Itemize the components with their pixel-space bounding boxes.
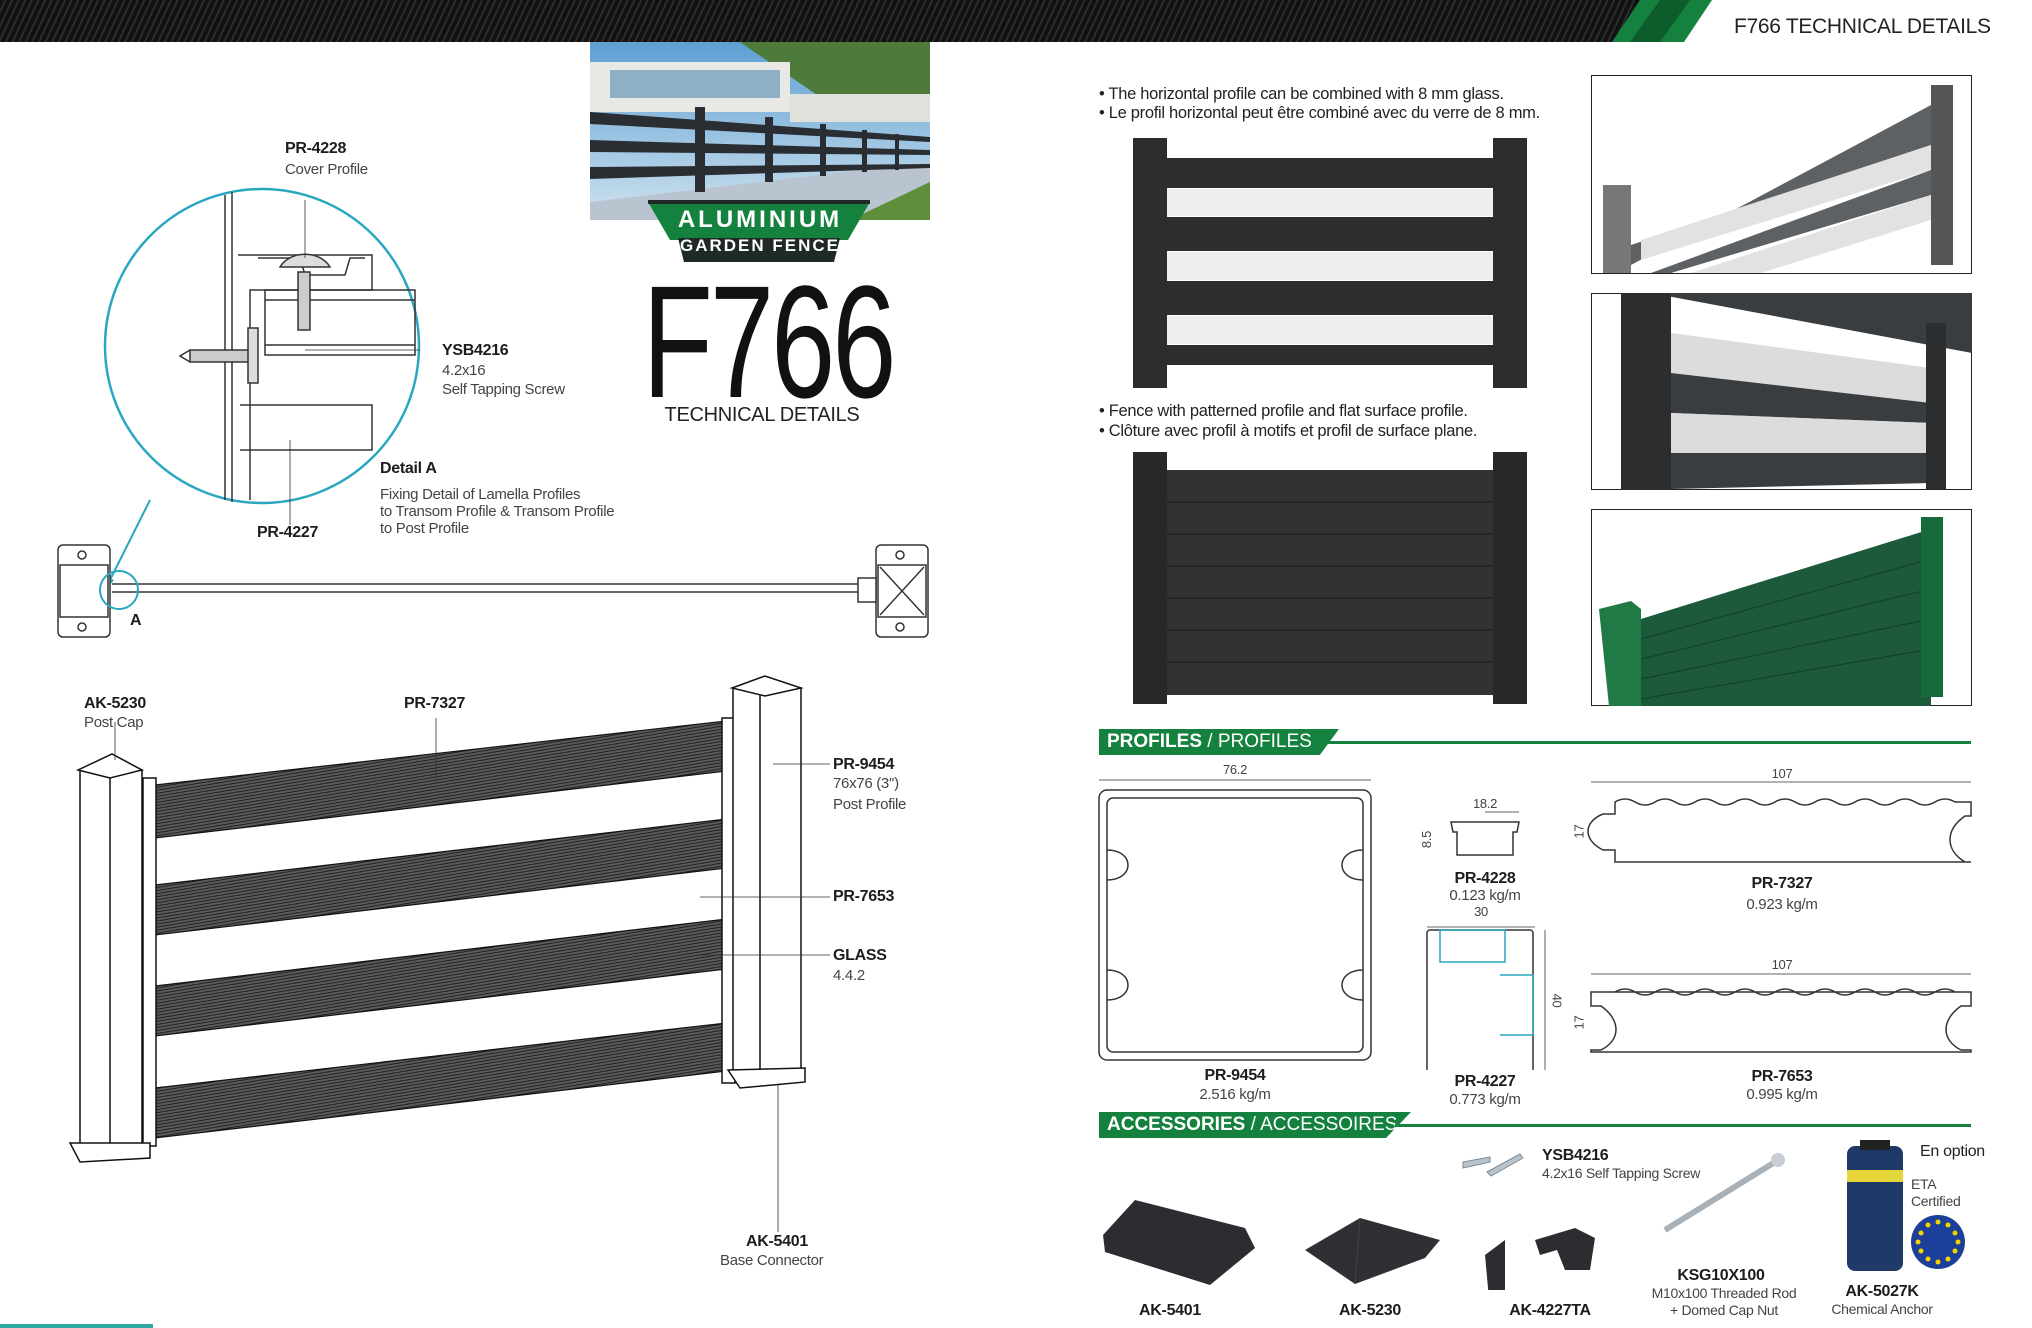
post-cap-name: Post Cap (84, 714, 144, 731)
acc-ksg10x100-desc1: M10x100 Threaded Rod (1651, 1285, 1797, 1301)
acc-ak5230-code: AK-5230 (1339, 1302, 1401, 1319)
glass-spec: 4.4.2 (833, 967, 865, 984)
acc-ysb4216-code: YSB4216 (1542, 1147, 1609, 1164)
post-profile-name: Post Profile (833, 796, 907, 813)
screw-name: Self Tapping Screw (442, 381, 565, 398)
pr7327-weight: 0.923 kg/m (1746, 896, 1818, 913)
aluminium-garden-fence-badge (648, 200, 870, 262)
acc-ak5027k-code: AK-5027K (1845, 1283, 1919, 1300)
base-connector-name: Base Connector (720, 1252, 824, 1269)
detail-marker-a: A (130, 612, 142, 629)
pr4228-width: 18.2 (1472, 796, 1498, 811)
header-stripe-bar (0, 0, 1640, 42)
detail-desc-2: to Transom Profile & Transom Profile (380, 503, 615, 520)
profile-sections-drawing (1098, 779, 1972, 1070)
screw-code: YSB4216 (442, 342, 509, 359)
profiles-rule (1320, 741, 1971, 744)
info-flat-en: • Fence with patterned profile and flat … (1099, 402, 1468, 420)
grey-glass-fence-photo (1591, 75, 1972, 274)
acc-ksg10x100-code: KSG10X100 (1677, 1267, 1765, 1284)
flat-fence-image (1133, 452, 1527, 704)
detail-a-drawing (103, 187, 421, 590)
profiles-title-fr: PROFILES (1217, 731, 1312, 752)
base-connector-code: AK-5401 (746, 1233, 808, 1250)
badge-line1: ALUMINIUM (677, 206, 843, 233)
pr9454-code: PR-9454 (1204, 1067, 1266, 1084)
accessories-title-en: ACCESSORIES (1107, 1114, 1246, 1135)
accessories-title-fr: ACCESSOIRES (1260, 1114, 1398, 1135)
accessories-images (1103, 1140, 1965, 1290)
pr7327-code: PR-7327 (1751, 875, 1813, 892)
info-flat-fr: • Clôture avec profil à motifs et profil… (1099, 422, 1478, 440)
accessories-rule (1395, 1124, 1971, 1127)
post-profile-size: 76x76 (3'') (833, 775, 899, 792)
profiles-header: PROFILES / PROFILES (1099, 729, 1339, 755)
pr7327-height: 17 (1571, 824, 1587, 839)
bottom-accent (0, 1324, 153, 1328)
pr4227-height: 40 (1549, 993, 1565, 1008)
acc-ak4227ta-code: AK-4227TA (1509, 1302, 1591, 1319)
glass-label: GLASS (833, 947, 887, 964)
acc-ksg10x100-desc2: + Domed Cap Nut (1670, 1302, 1778, 1318)
header-title: F766 TECHNICAL DETAILS (1734, 15, 1991, 38)
pr4228-code: PR-4228 (1454, 870, 1516, 887)
model-title: F766 (642, 252, 896, 431)
dark-glass-fence-photo (1591, 293, 1972, 490)
pr4228-height: 8.5 (1419, 830, 1435, 849)
transom-code: PR-4227 (257, 524, 319, 541)
accessories-header: ACCESSORIES / ACCESSOIRES (1099, 1112, 1411, 1138)
profiles-title-en: PROFILES (1107, 731, 1203, 752)
pr7653-width: 107 (1771, 957, 1793, 972)
post-cap-code: AK-5230 (84, 695, 146, 712)
en-option-label: En option (1920, 1143, 1985, 1160)
acc-ak5027k-desc: Chemical Anchor (1831, 1301, 1933, 1317)
post-profile-code: PR-9454 (833, 756, 895, 773)
pr4227-weight: 0.773 kg/m (1449, 1091, 1521, 1108)
cover-profile-code: PR-4228 (285, 140, 347, 157)
pr7327-width: 107 (1771, 766, 1793, 781)
green-flat-fence-photo (1591, 509, 1972, 706)
pr7653-weight: 0.995 kg/m (1746, 1086, 1818, 1103)
model-subtitle: TECHNICAL DETAILS (664, 404, 860, 426)
plan-view-drawing (57, 544, 929, 638)
pr9454-weight: 2.516 kg/m (1199, 1086, 1271, 1103)
acc-ak5401-code: AK-5401 (1139, 1302, 1201, 1319)
eta-label: ETA (1911, 1176, 1937, 1192)
detail-desc-3: to Post Profile (380, 520, 469, 537)
badge-line2: GARDEN FENCE (679, 236, 841, 255)
pr4227-code: PR-4227 (1454, 1073, 1516, 1090)
pr7653-height: 17 (1571, 1015, 1587, 1030)
rail-code: PR-7653 (833, 888, 895, 905)
top-rail-code: PR-7327 (404, 695, 466, 712)
pr9454-width: 76.2 (1222, 762, 1248, 777)
pr7653-code: PR-7653 (1751, 1068, 1813, 1085)
fence-assembly-drawing (68, 675, 830, 1232)
pr4227-width: 30 (1474, 904, 1488, 919)
detail-title: Detail A (380, 460, 437, 477)
info-glass-fr: • Le profil horizontal peut être combiné… (1099, 104, 1540, 122)
pr4228-weight: 0.123 kg/m (1449, 887, 1521, 904)
cover-profile-name: Cover Profile (285, 161, 368, 178)
glass-fence-image (1133, 138, 1527, 388)
screw-size: 4.2x16 (442, 362, 486, 379)
detail-desc-1: Fixing Detail of Lamella Profiles (380, 486, 581, 503)
info-glass-en: • The horizontal profile can be combined… (1099, 85, 1504, 103)
acc-ysb4216-desc: 4.2x16 Self Tapping Screw (1542, 1165, 1701, 1181)
eta-certified-label: Certified (1911, 1193, 1961, 1209)
